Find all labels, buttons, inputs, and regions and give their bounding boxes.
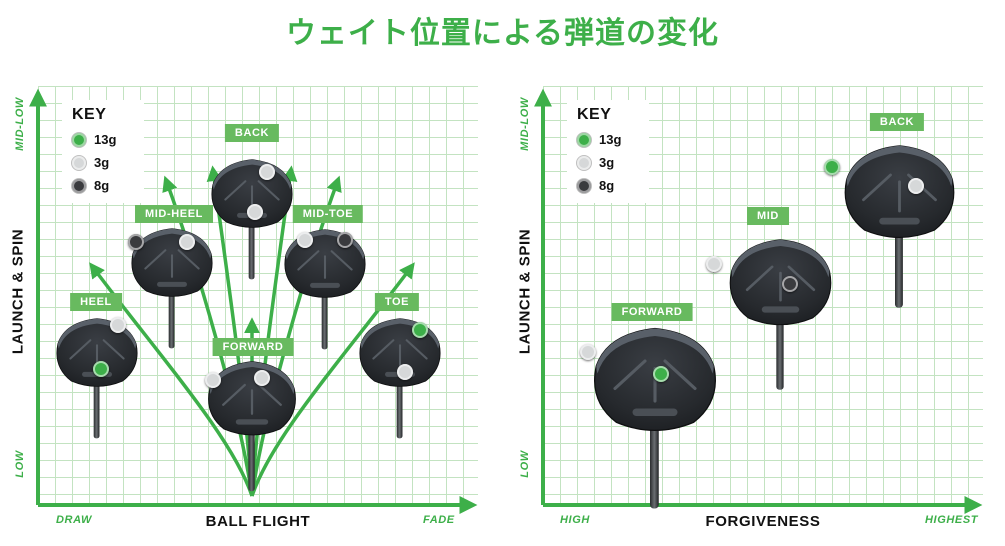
position-badge-mid-heel: MID-HEEL bbox=[135, 205, 213, 223]
key-item-3g: 3g bbox=[577, 155, 639, 170]
weight-dot-3g bbox=[908, 178, 924, 194]
key-item-8g: 8g bbox=[577, 178, 639, 193]
weight-dot-3g bbox=[397, 364, 413, 380]
weight-dot-3g bbox=[706, 256, 722, 272]
driver-head-image bbox=[580, 311, 730, 511]
key-title: KEY bbox=[577, 106, 612, 123]
weight-dot-3g bbox=[259, 164, 275, 180]
key-title: KEY bbox=[72, 106, 107, 123]
key-item-3g: 3g bbox=[72, 155, 134, 170]
position-badge-back-right: BACK bbox=[869, 113, 925, 131]
weight-dot-13g bbox=[824, 159, 840, 175]
position-badge-heel: HEEL bbox=[70, 293, 122, 311]
driver-head-image bbox=[198, 349, 306, 493]
driver-head-forward-right bbox=[580, 311, 730, 516]
position-badge-mid-toe: MID-TOE bbox=[292, 205, 364, 223]
driver-head-back bbox=[202, 148, 302, 286]
left-y-axis-title: LAUNCH & SPIN bbox=[9, 228, 27, 355]
driver-head-heel bbox=[47, 307, 147, 445]
driver-head-mid-toe bbox=[275, 218, 375, 356]
key-dot-13g-icon bbox=[577, 132, 591, 147]
key-item-13g: 13g bbox=[72, 132, 134, 147]
weight-dot-3g bbox=[254, 370, 270, 386]
driver-head-image bbox=[832, 130, 967, 310]
driver-head-back-right bbox=[824, 130, 967, 315]
weight-dot-3g bbox=[297, 232, 313, 248]
left-y-top-label: MID-LOW bbox=[14, 97, 26, 151]
page-title: ウェイト位置による弾道の変化 bbox=[285, 17, 720, 50]
left-y-bottom-label: LOW bbox=[14, 450, 26, 478]
key-dot-13g-icon bbox=[72, 132, 86, 147]
position-badge-forward: FORWARD bbox=[212, 338, 294, 356]
left-x-left-label: DRAW bbox=[56, 514, 93, 526]
weight-dot-13g bbox=[93, 361, 109, 377]
weight-dot-3g bbox=[179, 234, 195, 250]
right-y-axis-title: LAUNCH & SPIN bbox=[516, 228, 534, 355]
right-y-bottom-label: LOW bbox=[519, 450, 531, 478]
key-box-right: KEY 13g 3g 8g bbox=[567, 100, 649, 203]
key-dot-3g-icon bbox=[72, 155, 86, 170]
driver-head-image bbox=[718, 225, 843, 392]
weight-dot-3g bbox=[110, 317, 126, 333]
left-x-axis-title: BALL FLIGHT bbox=[205, 513, 311, 530]
position-badge-back: BACK bbox=[224, 124, 280, 142]
key-item-8g: 8g bbox=[72, 178, 134, 193]
key-box-left: KEY 13g 3g 8g bbox=[62, 100, 144, 203]
right-y-top-label: MID-LOW bbox=[519, 97, 531, 151]
right-x-axis-title: FORGIVENESS bbox=[705, 513, 821, 530]
driver-head-mid-right bbox=[706, 225, 843, 397]
right-x-left-label: HIGH bbox=[560, 514, 590, 526]
weight-dot-13g bbox=[412, 322, 428, 338]
driver-head-mid-heel bbox=[122, 217, 222, 355]
weight-dot-8g bbox=[128, 234, 144, 250]
weight-dot-3g bbox=[247, 204, 263, 220]
driver-head-toe bbox=[350, 307, 450, 445]
weight-dot-13g bbox=[653, 366, 669, 382]
key-dot-3g-icon bbox=[577, 155, 591, 170]
key-dot-8g-icon bbox=[577, 178, 591, 193]
left-x-right-label: FADE bbox=[423, 514, 455, 526]
weight-dot-3g bbox=[205, 372, 221, 388]
driver-head-forward bbox=[198, 349, 306, 498]
weight-dot-8g bbox=[782, 276, 798, 292]
position-badge-mid-right: MID bbox=[747, 207, 789, 225]
key-item-13g: 13g bbox=[577, 132, 639, 147]
key-dot-8g-icon bbox=[72, 178, 86, 193]
weight-dot-8g bbox=[337, 232, 353, 248]
position-badge-toe: TOE bbox=[374, 293, 420, 311]
position-badge-forward-right: FORWARD bbox=[611, 303, 693, 321]
weight-dot-3g bbox=[580, 344, 596, 360]
right-x-right-label: HIGHEST bbox=[925, 514, 979, 526]
